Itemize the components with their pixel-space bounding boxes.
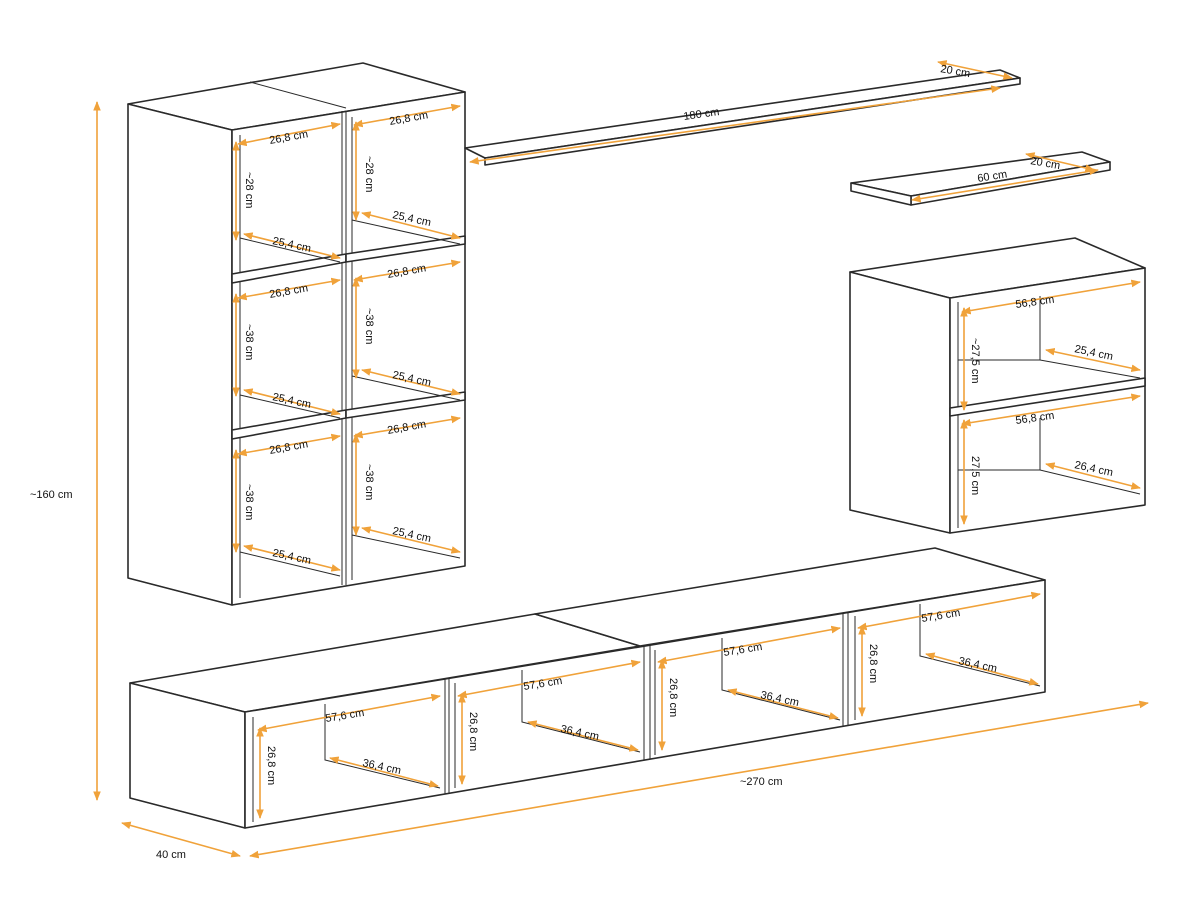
label-height-bottom-left: ~38 cm: [243, 484, 255, 520]
label-tv-comp2-height: 26,8 cm: [467, 712, 479, 751]
long-wall-shelf: 180 cm 20 cm: [464, 60, 1021, 166]
label-small-cab-width-top: 56,8 cm: [1015, 294, 1055, 311]
tall-cabinet: [127, 62, 466, 606]
label-long-shelf-length: 180 cm: [683, 106, 720, 123]
overall-dimensions: ~160 cm ~270 cm 40 cm: [30, 101, 1149, 861]
label-short-shelf-depth: 20 cm: [1029, 155, 1061, 172]
label-tv-comp4-height: 26,8 cm: [867, 644, 879, 683]
label-tv-comp1-height: 26,8 cm: [265, 746, 277, 785]
label-short-shelf-length: 60 cm: [977, 168, 1008, 185]
label-height-top-left: ~28 cm: [243, 172, 255, 208]
label-height-mid-left: ~38 cm: [243, 324, 255, 360]
label-height-mid-right: ~38 cm: [363, 308, 375, 344]
label-height-top-right: ~28 cm: [363, 156, 375, 192]
short-wall-shelf: 60 cm 20 cm: [850, 151, 1111, 206]
tall-cabinet-dimensions: 26,8 cm 26,8 cm ~28 cm ~28 cm 25,4 cm 25…: [232, 103, 461, 572]
label-overall-height: ~160 cm: [30, 489, 73, 501]
label-small-cab-width-bottom: 56,8 cm: [1015, 410, 1055, 427]
label-small-cab-height-top: ~27,5 cm: [969, 338, 981, 384]
label-height-bottom-right: ~38 cm: [363, 464, 375, 500]
label-tv-comp3-height: 26,8 cm: [667, 678, 679, 717]
small-wall-cabinet: 56,8 cm ~27,5 cm 25,4 cm 56,8 cm 27,5 cm…: [849, 237, 1146, 534]
label-small-cab-height-bottom: 27,5 cm: [969, 456, 981, 495]
label-overall-width: ~270 cm: [740, 776, 783, 788]
label-long-shelf-depth: 20 cm: [939, 63, 971, 80]
label-overall-depth: 40 cm: [156, 849, 186, 861]
